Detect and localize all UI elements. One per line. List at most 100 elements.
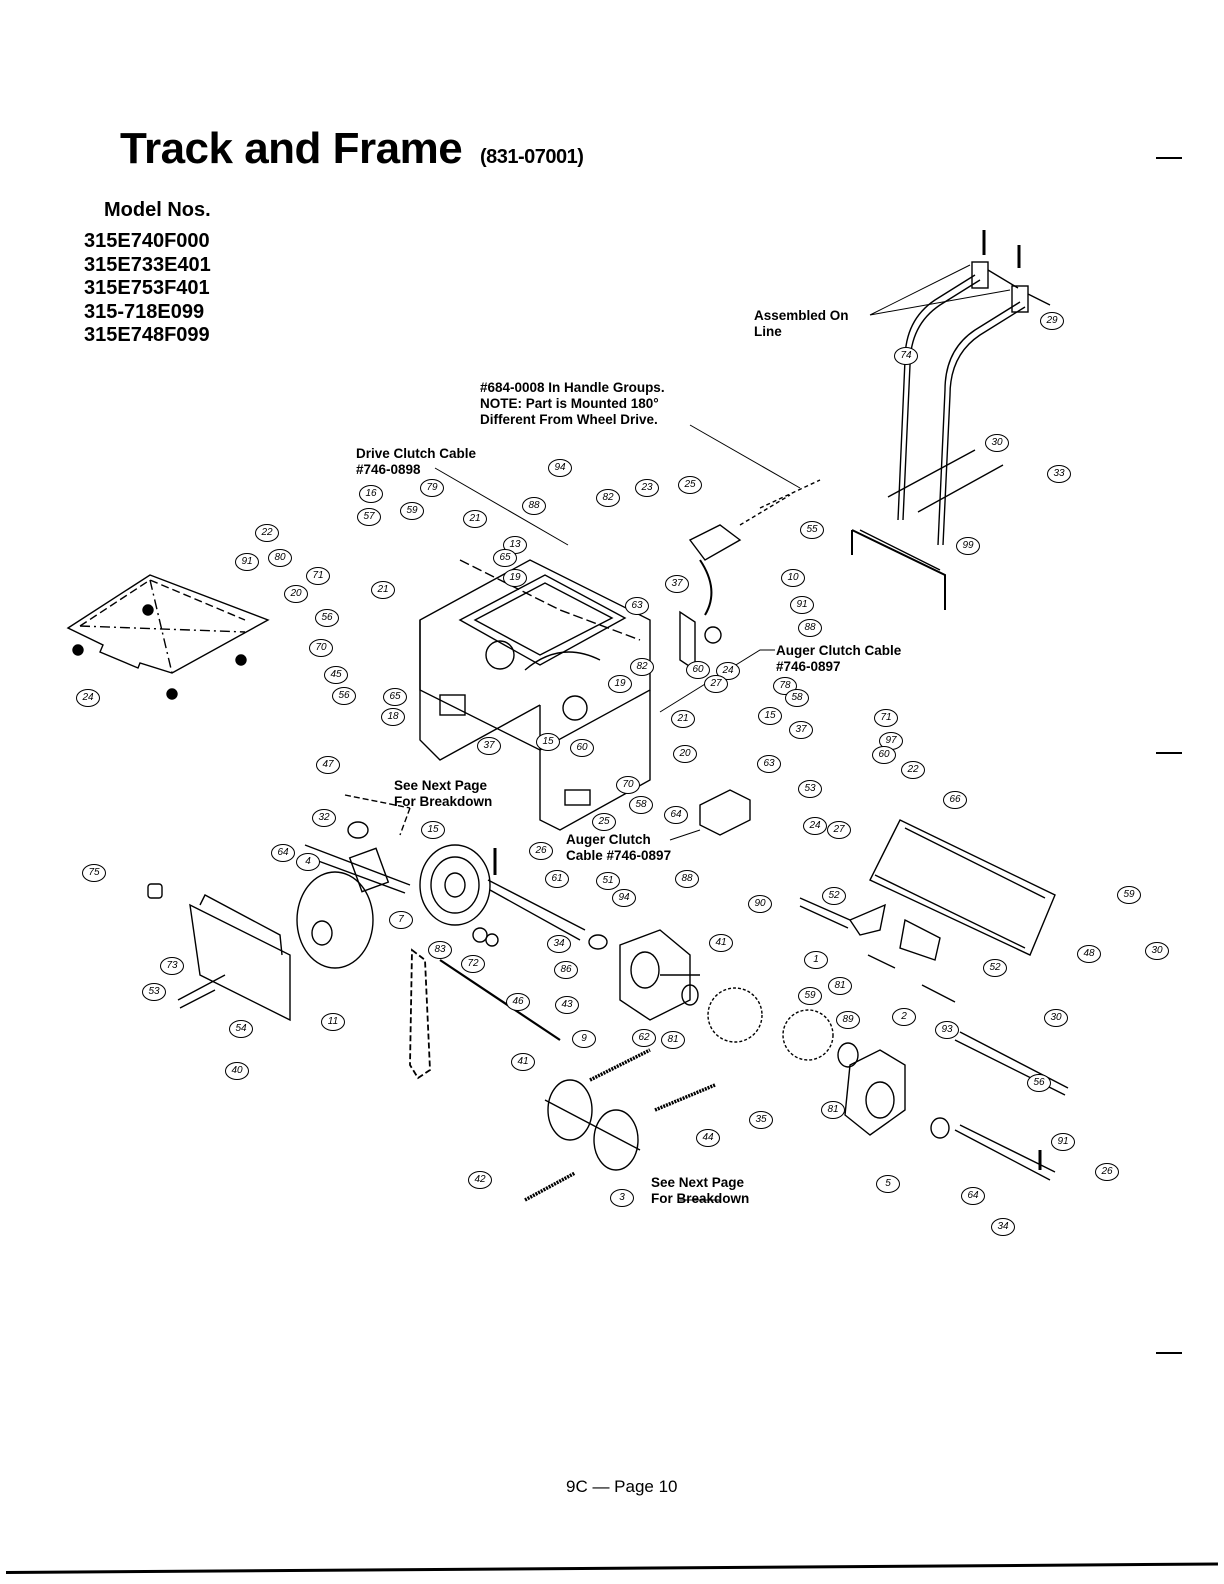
part-callout: 65 bbox=[383, 688, 407, 706]
part-callout: 62 bbox=[632, 1029, 656, 1047]
part-callout: 94 bbox=[548, 459, 572, 477]
part-callout: 4 bbox=[296, 853, 320, 871]
part-callout: 46 bbox=[506, 993, 530, 1011]
model-number: 315E740F000 bbox=[84, 230, 210, 252]
note-line: NOTE: Part is Mounted 180° bbox=[480, 396, 659, 411]
note-see-next-page-1: See Next Page For Breakdown bbox=[394, 778, 492, 810]
part-callout: 59 bbox=[1117, 886, 1141, 904]
part-callout: 82 bbox=[596, 489, 620, 507]
drive-pulley-drawing bbox=[419, 844, 499, 947]
part-callout: 35 bbox=[749, 1111, 773, 1129]
note-line: #746-0897 bbox=[776, 659, 841, 674]
part-callout: 9 bbox=[572, 1030, 596, 1048]
part-callout: 19 bbox=[608, 675, 632, 693]
part-callout: 21 bbox=[463, 510, 487, 528]
part-callout: 88 bbox=[522, 497, 546, 515]
part-callout: 81 bbox=[821, 1101, 845, 1119]
part-callout: 23 bbox=[635, 479, 659, 497]
part-callout: 27 bbox=[704, 675, 728, 693]
part-callout: 19 bbox=[503, 569, 527, 587]
part-callout: 16 bbox=[359, 485, 383, 503]
cable-rod bbox=[439, 959, 561, 1041]
sprocket-axle-drawing bbox=[544, 1079, 641, 1171]
part-callout: 25 bbox=[592, 813, 616, 831]
note-line: Cable #746-0897 bbox=[566, 848, 672, 863]
track-rail-drawing bbox=[799, 819, 1069, 1096]
part-callout: 72 bbox=[461, 955, 485, 973]
note-line: Different From Wheel Drive. bbox=[480, 412, 658, 427]
part-callout: 56 bbox=[315, 609, 339, 627]
note-assembled-on-line: Assembled On Line bbox=[754, 308, 849, 340]
note-line: For Breakdown bbox=[651, 1191, 750, 1206]
part-callout: 25 bbox=[678, 476, 702, 494]
part-callout: 61 bbox=[545, 870, 569, 888]
part-callout: 26 bbox=[529, 842, 553, 860]
part-callout: 64 bbox=[961, 1187, 985, 1205]
part-callout: 86 bbox=[554, 961, 578, 979]
handle-assembly-drawing bbox=[851, 230, 1051, 610]
part-callout: 73 bbox=[160, 957, 184, 975]
part-callout: 53 bbox=[142, 983, 166, 1001]
part-callout: 45 bbox=[324, 666, 348, 684]
gear-plate-drawing bbox=[619, 929, 859, 1068]
part-callout: 60 bbox=[686, 661, 710, 679]
leader-lines bbox=[434, 264, 1011, 1201]
part-callout: 52 bbox=[822, 887, 846, 905]
part-callout: 22 bbox=[255, 524, 279, 542]
edge-mark bbox=[1156, 752, 1182, 754]
part-callout: 15 bbox=[758, 707, 782, 725]
shield-plate-drawing bbox=[66, 574, 270, 700]
note-drive-clutch-cable: Drive Clutch Cable #746-0898 bbox=[356, 446, 476, 478]
part-callout: 11 bbox=[321, 1013, 345, 1031]
model-list: 315E740F000 315E733E401 315E753F401 315-… bbox=[84, 230, 211, 348]
part-callout: 59 bbox=[400, 502, 424, 520]
part-callout: 81 bbox=[661, 1031, 685, 1049]
shaft-tube-drawing bbox=[487, 848, 608, 950]
part-callout: 15 bbox=[421, 821, 445, 839]
model-number: 315E733E401 bbox=[84, 253, 211, 276]
note-auger-clutch-cable-center: Auger Clutch Cable #746-0897 bbox=[566, 832, 671, 864]
part-callout: 7 bbox=[389, 911, 413, 929]
part-callout: 94 bbox=[612, 889, 636, 907]
edge-mark bbox=[1156, 157, 1182, 159]
part-callout: 89 bbox=[836, 1011, 860, 1029]
part-callout: 42 bbox=[468, 1171, 492, 1189]
frame-housing-drawing bbox=[419, 559, 651, 831]
model-number: 315E748F099 bbox=[84, 324, 210, 346]
part-callout: 79 bbox=[420, 479, 444, 497]
part-callout: 48 bbox=[1077, 945, 1101, 963]
part-callout: 60 bbox=[872, 746, 896, 764]
part-callout: 60 bbox=[570, 739, 594, 757]
part-callout: 91 bbox=[1051, 1133, 1075, 1151]
model-number: 315-718E099 bbox=[84, 300, 205, 323]
part-callout: 52 bbox=[983, 959, 1007, 977]
part-callout: 55 bbox=[800, 521, 824, 539]
part-callout: 21 bbox=[371, 581, 395, 599]
part-callout: 34 bbox=[991, 1218, 1015, 1236]
part-callout: 63 bbox=[757, 755, 781, 773]
part-callout: 83 bbox=[428, 941, 452, 959]
note-see-next-page-2: See Next Page For Breakdown bbox=[651, 1175, 749, 1207]
part-callout: 71 bbox=[874, 709, 898, 727]
part-callout: 82 bbox=[630, 658, 654, 676]
part-callout: 27 bbox=[827, 821, 851, 839]
part-callout: 53 bbox=[798, 780, 822, 798]
part-callout: 56 bbox=[1027, 1074, 1051, 1092]
part-callout: 59 bbox=[798, 987, 822, 1005]
note-line: #746-0898 bbox=[356, 462, 421, 477]
part-callout: 70 bbox=[616, 776, 640, 794]
part-callout: 41 bbox=[511, 1053, 535, 1071]
part-callout: 91 bbox=[235, 553, 259, 571]
part-callout: 54 bbox=[229, 1020, 253, 1038]
part-callout: 37 bbox=[477, 737, 501, 755]
drive-chains-drawing bbox=[524, 1048, 716, 1202]
part-callout: 99 bbox=[956, 537, 980, 555]
part-callout: 24 bbox=[803, 817, 827, 835]
note-auger-clutch-cable-right: Auger Clutch Cable #746-0897 bbox=[776, 643, 901, 675]
part-callout: 70 bbox=[309, 639, 333, 657]
note-line: For Breakdown bbox=[394, 794, 493, 809]
part-callout: 43 bbox=[555, 996, 579, 1014]
note-line: See Next Page bbox=[651, 1175, 745, 1190]
part-callout: 21 bbox=[671, 710, 695, 728]
part-callout: 64 bbox=[271, 844, 295, 862]
